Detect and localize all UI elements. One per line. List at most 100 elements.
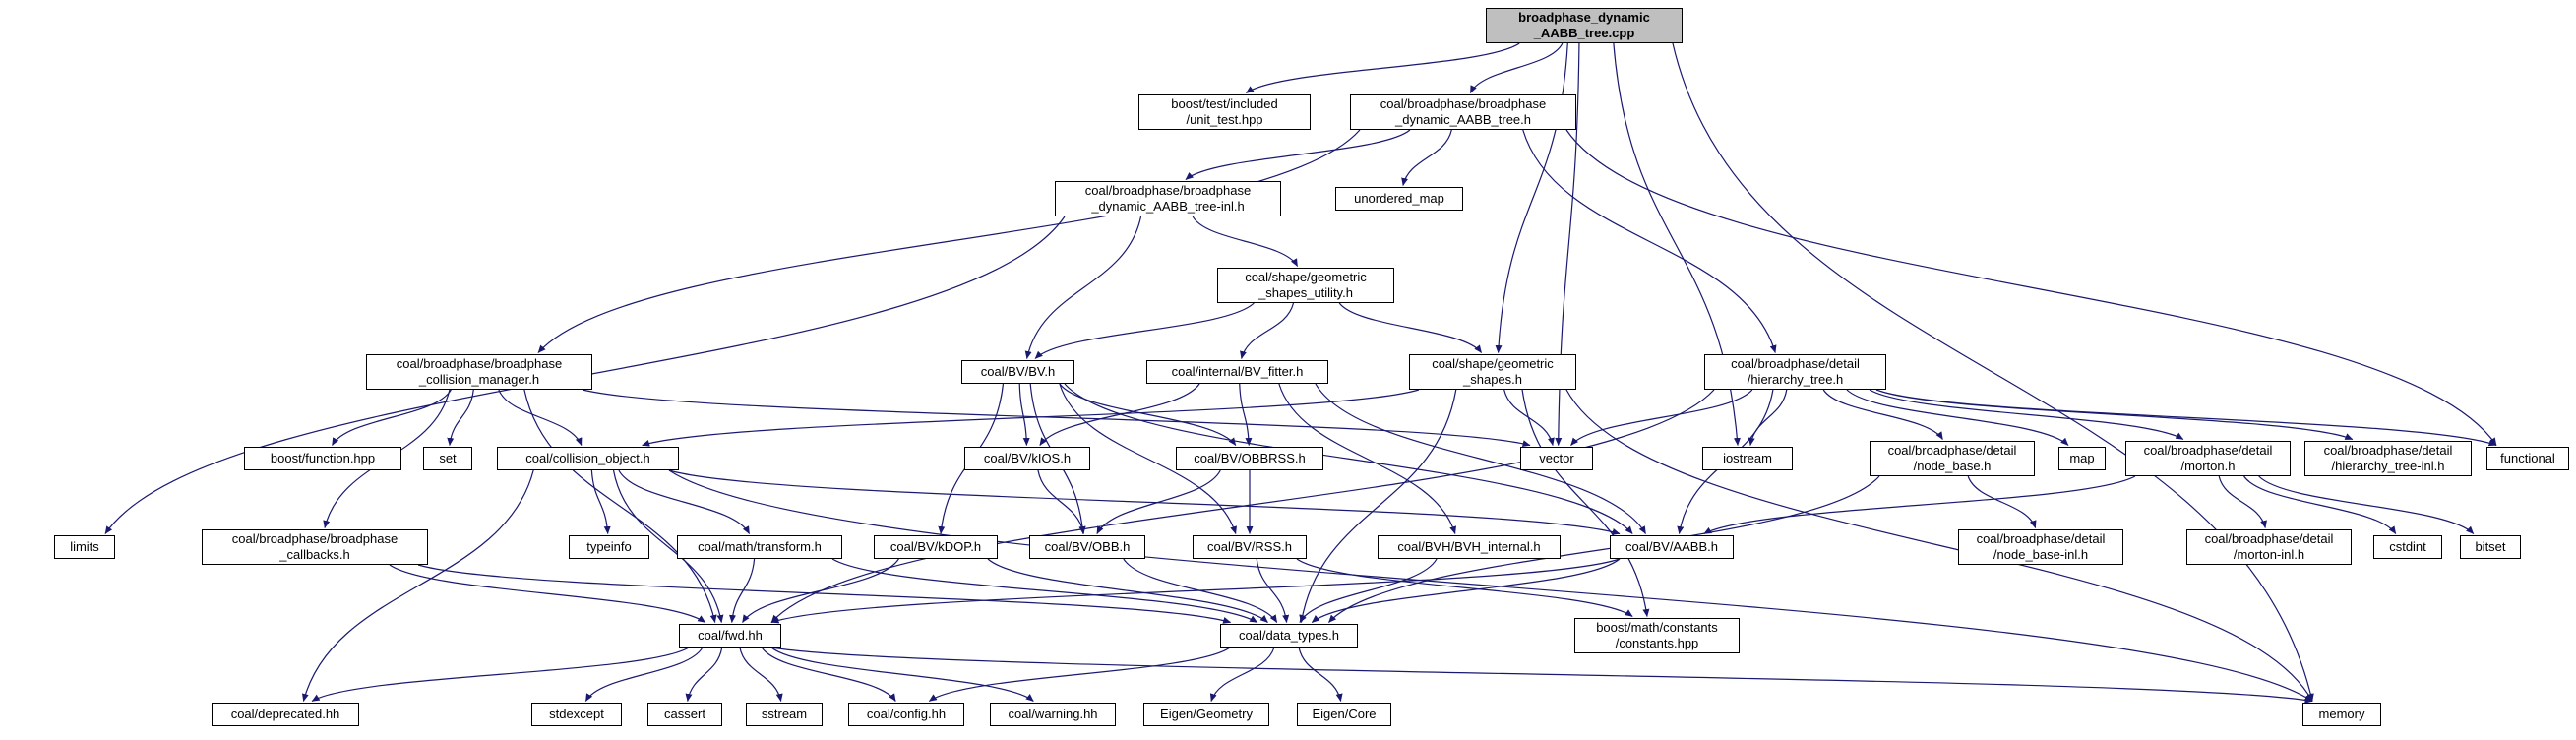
graph-node-aabb[interactable]: coal/BV/AABB.h [1610,535,1734,559]
dependency-edge [1869,389,2184,441]
graph-node-cstdint[interactable]: cstdint [2373,535,2442,559]
dependency-edge [1748,389,1788,446]
dependency-edge [1565,389,2313,702]
graph-node-bv_fitter[interactable]: coal/internal/BV_fitter.h [1146,360,1328,384]
dependency-edge [1311,558,1621,623]
node-label: Eigen/Core [1312,707,1377,721]
graph-node-boost_constants[interactable]: boost/math/constants/constants.hpp [1574,618,1740,653]
graph-node-eigen_core[interactable]: Eigen/Core [1297,703,1391,726]
graph-node-map[interactable]: map [2058,447,2106,470]
dependency-edge [417,564,1232,624]
node-label: coal/math/transform.h [698,539,822,554]
graph-node-kdop[interactable]: coal/BV/kDOP.h [874,535,998,559]
dependency-edge [1315,383,1647,534]
graph-node-kios[interactable]: coal/BV/kIOS.h [964,447,1090,470]
node-label: /hierarchy_tree.h [1747,372,1844,387]
graph-node-dyn_inl[interactable]: coal/broadphase/broadphase_dynamic_AABB_… [1055,181,1281,216]
graph-node-data_types[interactable]: coal/data_types.h [1220,624,1358,648]
node-label: coal/broadphase/detail [2204,531,2334,546]
dependency-edge [447,389,474,446]
graph-node-vector[interactable]: vector [1520,447,1593,470]
dependency-edge [1034,302,1255,359]
graph-node-morton_inl[interactable]: coal/broadphase/detail/morton-inl.h [2186,529,2352,565]
graph-node-sstream[interactable]: sstream [746,703,823,726]
node-label: /morton.h [2180,459,2236,473]
graph-node-morton[interactable]: coal/broadphase/detail/morton.h [2125,441,2291,476]
graph-node-bvh_internal[interactable]: coal/BVH/BVH_internal.h [1378,535,1561,559]
node-label: _dynamic_AABB_tree-inl.h [1091,199,1245,214]
graph-node-warning[interactable]: coal/warning.hh [990,703,1116,726]
graph-node-callbacks[interactable]: coal/broadphase/broadphase_callbacks.h [202,529,428,565]
dependency-edge [1299,389,1457,623]
graph-node-iostream[interactable]: iostream [1702,447,1793,470]
dependency-edge [739,647,783,702]
node-label: boost/function.hpp [270,451,376,465]
dependency-edge [1278,383,1456,534]
graph-node-node_base_inl[interactable]: coal/broadphase/detail/node_base-inl.h [1958,529,2123,565]
node-label: coal/data_types.h [1239,628,1339,643]
graph-node-transform[interactable]: coal/math/transform.h [677,535,842,559]
graph-node-shapes_util[interactable]: coal/shape/geometric_shapes_utility.h [1217,268,1394,303]
graph-node-typeinfo[interactable]: typeinfo [569,535,649,559]
dependency-edge [1967,475,2037,528]
node-label: cassert [664,707,705,721]
dependency-edge [1875,389,2354,441]
node-label: coal/broadphase/detail [2323,443,2453,458]
graph-node-node_base[interactable]: coal/broadphase/detail/node_base.h [1870,441,2035,476]
node-label: /constants.hpp [1615,636,1699,650]
graph-node-htree_inl[interactable]: coal/broadphase/detail/hierarchy_tree-in… [2304,441,2472,476]
dependency-edge [1209,647,1275,702]
dependency-edge [1239,383,1253,446]
graph-node-dyn_h[interactable]: coal/broadphase/broadphase_dynamic_AABB_… [1350,94,1576,130]
graph-node-functional[interactable]: functional [2486,447,2569,470]
dependency-edge [729,558,756,623]
graph-node-coll_obj[interactable]: coal/collision_object.h [497,447,679,470]
graph-node-deprecated[interactable]: coal/deprecated.hh [212,703,359,726]
graph-node-obb[interactable]: coal/BV/OBB.h [1029,535,1145,559]
graph-node-htree[interactable]: coal/broadphase/detail/hierarchy_tree.h [1704,354,1886,390]
graph-node-memory[interactable]: memory [2302,703,2381,726]
dependency-edge [332,389,452,446]
graph-node-set[interactable]: set [423,447,472,470]
graph-node-fwd[interactable]: coal/fwd.hh [679,624,781,648]
graph-node-geom_shapes[interactable]: coal/shape/geometric_shapes.h [1409,354,1576,390]
dependency-edge [928,647,1231,702]
node-label: _collision_manager.h [418,372,540,387]
node-label: _shapes.h [1463,372,1522,387]
graph-node-limits[interactable]: limits [54,535,115,559]
graph-node-boost_function[interactable]: boost/function.hpp [244,447,401,470]
dependency-edge [1192,216,1299,267]
dependency-edge [1570,389,1753,446]
dependency-edge [1018,383,1030,446]
node-label: coal/BV/RSS.h [1207,539,1292,554]
dependency-edge [642,389,1420,447]
graph-node-config[interactable]: coal/config.hh [848,703,964,726]
dependency-edge [1565,129,2497,446]
graph-node-cassert[interactable]: cassert [647,703,722,726]
node-label: coal/broadphase/detail [1731,356,1860,371]
graph-node-stdexcept[interactable]: stdexcept [531,703,622,726]
graph-node-unordered_map[interactable]: unordered_map [1335,187,1463,211]
dependency-edge [1059,383,1237,446]
graph-node-bitset[interactable]: bitset [2460,535,2521,559]
node-label: _AABB_tree.cpp [1533,26,1635,40]
node-label: coal/warning.hh [1008,707,1098,721]
dependency-edge [1327,475,1880,623]
dependency-edge [537,129,1361,353]
node-label: coal/broadphase/broadphase [231,531,399,546]
graph-node-obbrss[interactable]: coal/BV/OBBRSS.h [1176,447,1323,470]
dependency-edge [1059,383,1237,534]
dependency-edge [761,647,896,702]
graph-node-rss[interactable]: coal/BV/RSS.h [1193,535,1307,559]
node-label: coal/broadphase/broadphase [1380,96,1547,111]
graph-node-coll_mgr[interactable]: coal/broadphase/broadphase_collision_man… [366,354,592,390]
graph-node-unit_test[interactable]: boost/test/included/unit_test.hpp [1138,94,1311,130]
node-label: /node_base.h [1913,459,1992,473]
dependency-edge [1037,469,1086,534]
node-label: unordered_map [1354,191,1444,206]
graph-node-cpp[interactable]: broadphase_dynamic_AABB_tree.cpp [1486,8,1683,43]
dependency-edge [2218,475,2267,528]
graph-node-bv[interactable]: coal/BV/BV.h [961,360,1074,384]
dependency-edge [1703,475,2136,535]
graph-node-eigen_geometry[interactable]: Eigen/Geometry [1143,703,1269,726]
